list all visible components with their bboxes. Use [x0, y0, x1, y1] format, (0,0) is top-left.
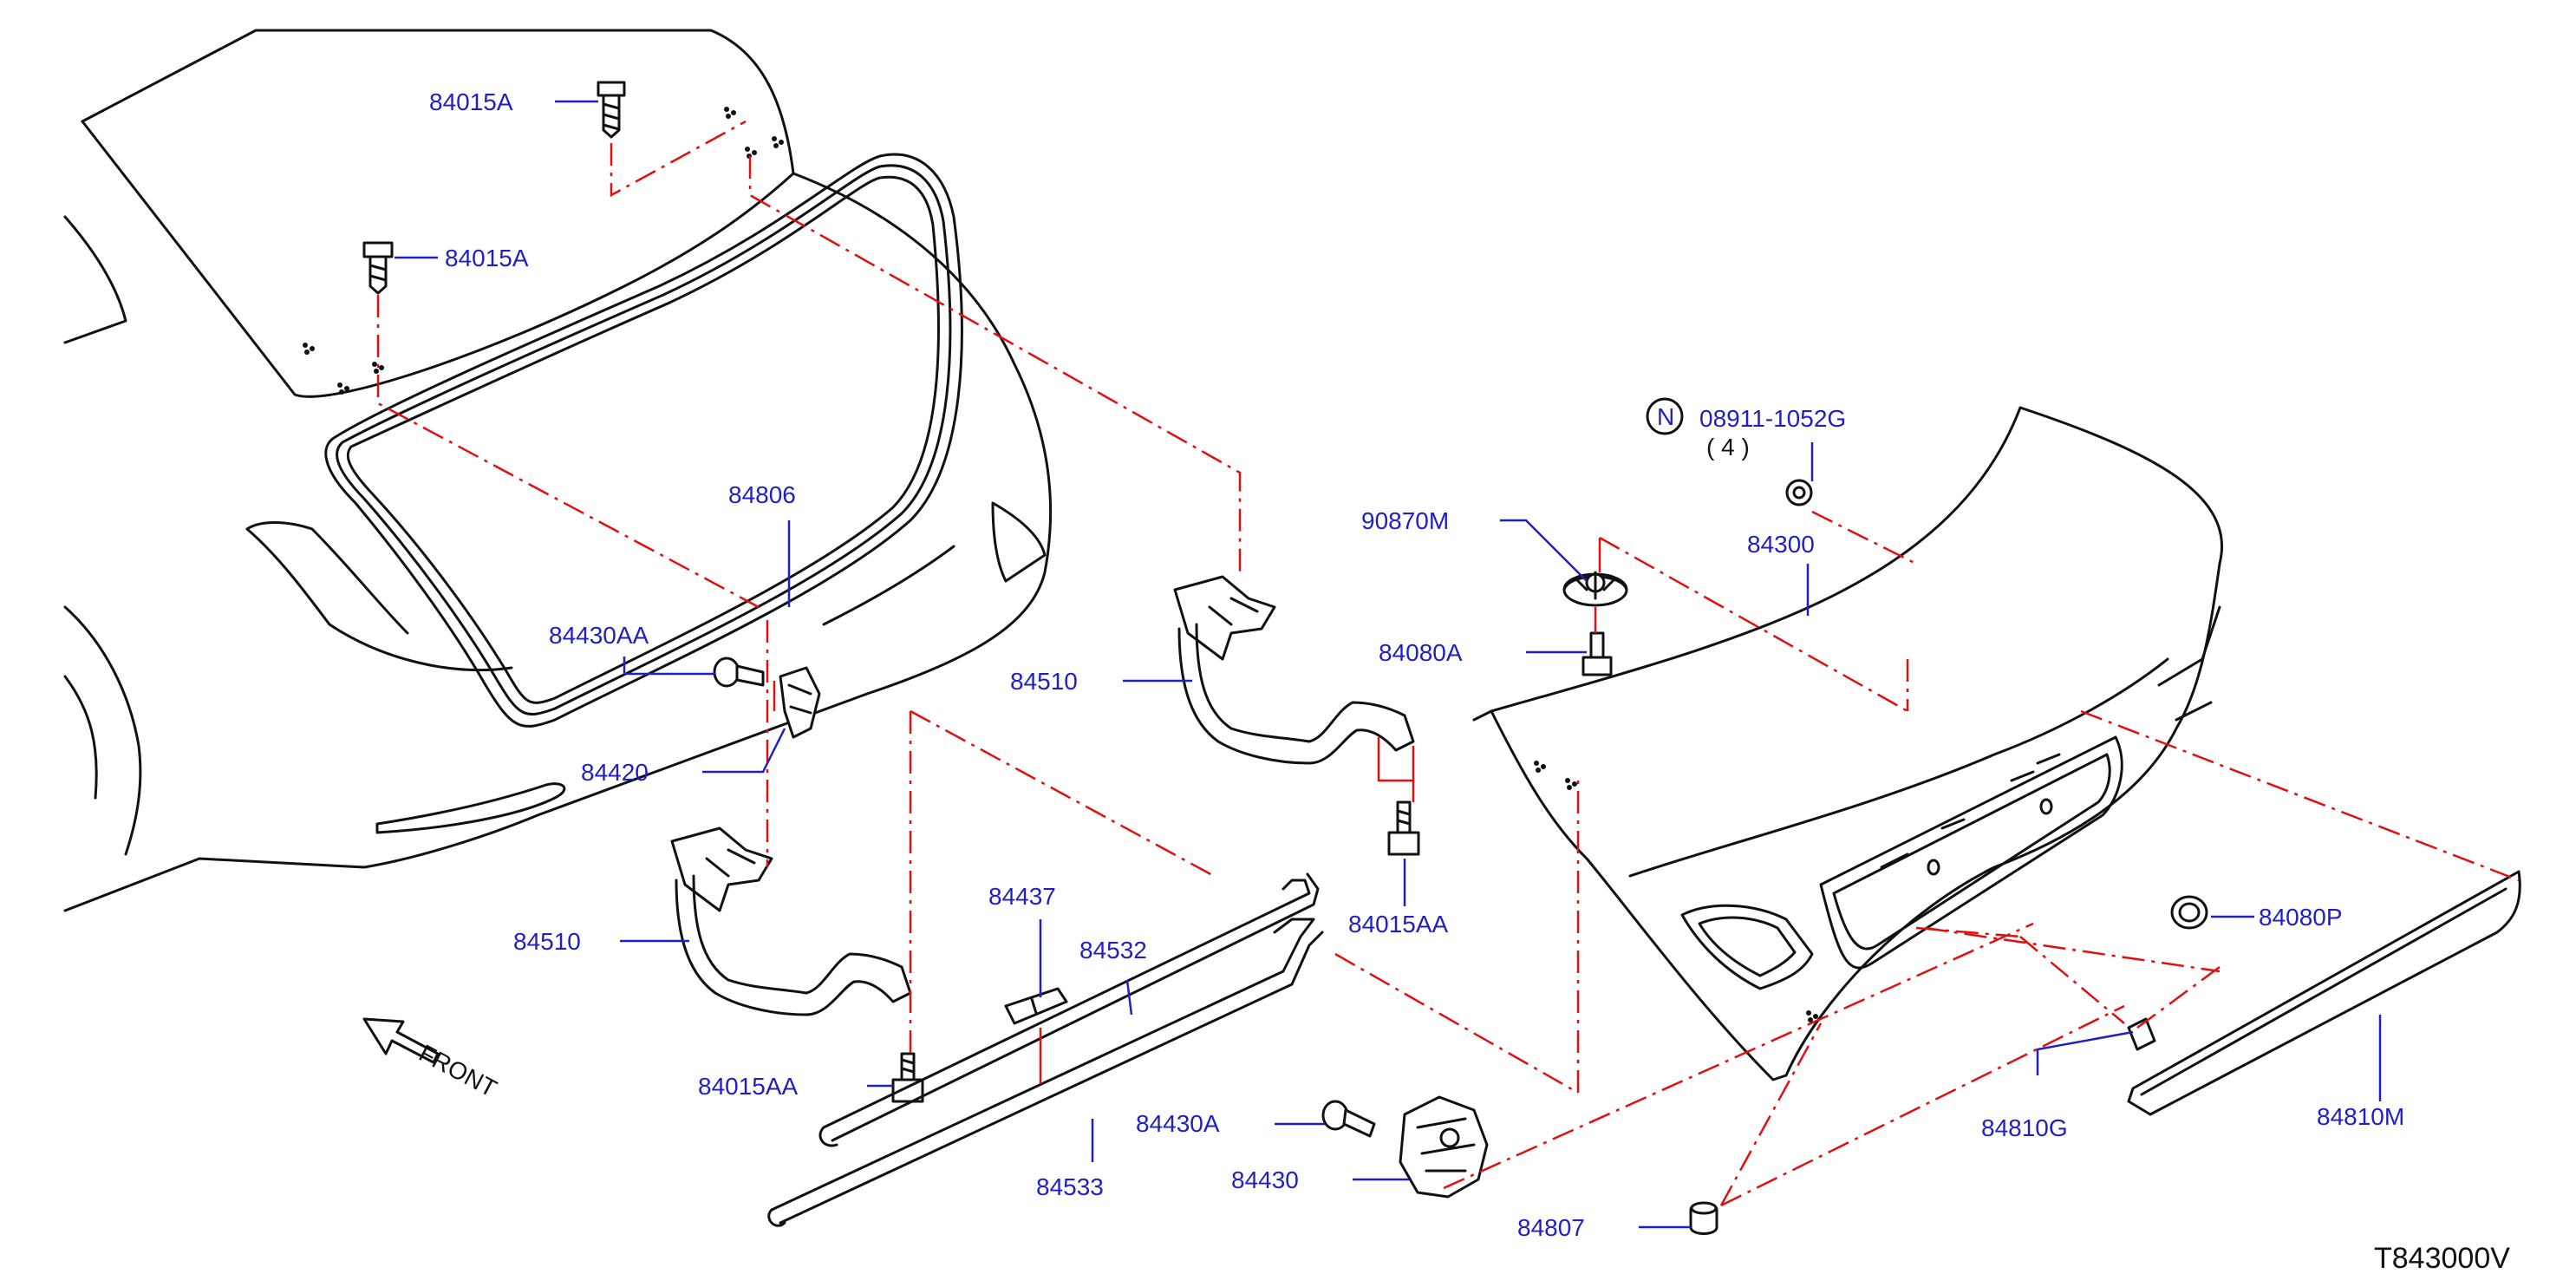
label-84510-lower: 84510 [513, 928, 581, 955]
striker-84420 [779, 666, 821, 739]
label-84300: 84300 [1747, 531, 1815, 558]
bolt-84015AA-lower [891, 1052, 924, 1103]
label-84080A: 84080A [1379, 639, 1463, 666]
label-90870M: 90870M [1361, 507, 1449, 534]
n-symbol-circle [1646, 397, 1684, 435]
finisher-84810M [2127, 870, 2521, 1116]
nut-08911-1052G [1785, 479, 1813, 506]
hinge-84510-upper [1173, 575, 1415, 765]
car-body-outline [63, 29, 1053, 912]
part-labels: 84015A 84015A 84806 84430AA 84420 84510 … [429, 88, 2404, 1241]
label-84532: 84532 [1079, 937, 1147, 964]
bumper-84807 [1689, 1201, 1718, 1235]
hole-markers [303, 107, 1818, 1022]
bolt-84430A [1321, 1100, 1376, 1138]
torsion-rod-84533 [767, 918, 1324, 1227]
bolt-84080A [1581, 631, 1613, 676]
label-84510-upper: 84510 [1010, 668, 1078, 695]
trunk-lid-84300 [1472, 406, 2223, 1081]
label-84807: 84807 [1517, 1214, 1585, 1241]
label-84430AA: 84430AA [549, 622, 649, 649]
label-84430: 84430 [1231, 1166, 1299, 1193]
label-84015AA-right: 84015AA [1348, 911, 1449, 937]
bolt-84015A-left [362, 241, 394, 295]
plug-84080P [2170, 895, 2208, 930]
pad-84810G [2127, 1017, 2156, 1051]
label-84437: 84437 [988, 883, 1056, 910]
bolt-84015AA-right [1387, 800, 1420, 856]
label-84806: 84806 [728, 481, 796, 508]
label-84015AA-lower: 84015AA [698, 1073, 799, 1100]
bolt-84430AA [713, 657, 765, 688]
label-84080P: 84080P [2259, 904, 2343, 931]
clip-84437 [1004, 987, 1068, 1025]
hinge-84510-lower [670, 826, 912, 1016]
front-label: FRONT [414, 1039, 501, 1102]
leader-lines [395, 100, 2382, 1229]
quantity-note: ( 4 ) [1706, 434, 1750, 461]
weatherstrip-84806 [324, 153, 963, 728]
diagram-code: T843000V [2374, 1242, 2510, 1275]
label-08911-1052G: 08911-1052G [1699, 405, 1846, 432]
label-84420: 84420 [581, 759, 649, 786]
label-84015A-top: 84015A [429, 88, 513, 115]
torsion-rod-84532 [818, 872, 1320, 1147]
grommet-90870M [1562, 571, 1628, 607]
label-84430A: 84430A [1136, 1110, 1220, 1137]
label-84810G: 84810G [1981, 1114, 2068, 1141]
trunk-lock-84430 [1399, 1095, 1489, 1199]
label-84015A-left: 84015A [445, 245, 529, 271]
n-symbol: N [1657, 403, 1674, 430]
label-84533: 84533 [1036, 1173, 1104, 1200]
assembly-centerlines [376, 120, 2520, 1207]
bolt-84015A-top [597, 81, 626, 139]
label-84810M: 84810M [2317, 1103, 2404, 1130]
front-arrow-icon [362, 1017, 440, 1064]
